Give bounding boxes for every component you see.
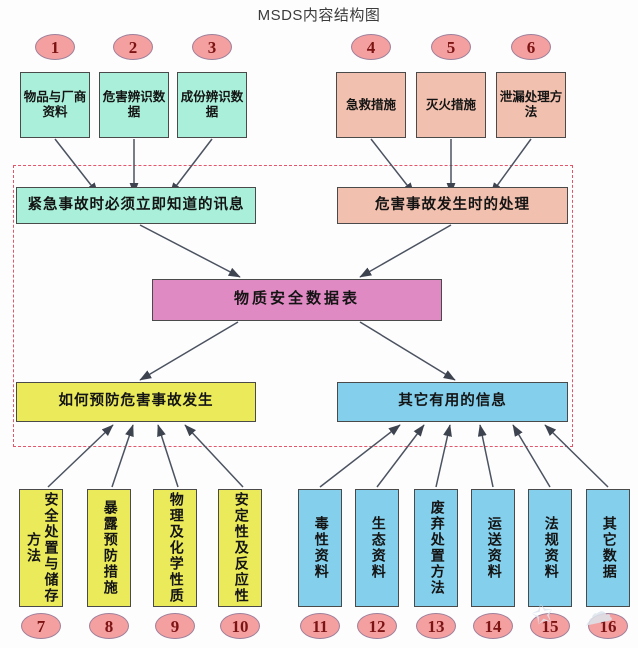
badge-1: 1: [35, 34, 75, 60]
badge-6: 6: [511, 34, 551, 60]
node-exposure-prevention-measures[interactable]: 暴露预防措施: [87, 489, 131, 607]
badge-5: 5: [431, 34, 471, 60]
node-fire-fighting-measures[interactable]: 灭火措施: [416, 72, 486, 138]
node-stability-reactivity[interactable]: 安定性及反应性: [218, 489, 262, 607]
badge-14: 14: [473, 613, 513, 639]
dashed-grouping-region: [13, 165, 573, 447]
node-other-data[interactable]: 其它数据: [586, 489, 630, 607]
node-toxicity-data[interactable]: 毒性资料: [298, 489, 342, 607]
badge-8: 8: [89, 613, 129, 639]
node-item-supplier-data[interactable]: 物品与厂商资料: [20, 72, 90, 138]
page-title: MSDS内容结构图: [257, 7, 381, 24]
node-composition-identification-data[interactable]: 成份辨识数据: [177, 72, 247, 138]
node-prevent-hazard-incident[interactable]: 如何预防危害事故发生: [16, 382, 256, 422]
badge-16: 16: [588, 613, 628, 639]
badge-7: 7: [21, 613, 61, 639]
badge-12: 12: [357, 613, 397, 639]
badge-11: 11: [300, 613, 340, 639]
node-other-useful-info[interactable]: 其它有用的信息: [337, 382, 568, 422]
badge-2: 2: [113, 34, 153, 60]
node-leak-handling-method[interactable]: 泄漏处理方法: [496, 72, 566, 138]
node-msds-center[interactable]: 物质安全数据表: [152, 279, 442, 321]
badge-4: 4: [351, 34, 391, 60]
node-emergency-must-know-info[interactable]: 紧急事故时必须立即知道的讯息: [16, 187, 256, 224]
node-safe-handling-storage[interactable]: 安全处置与储存方法: [19, 489, 63, 607]
badge-9: 9: [155, 613, 195, 639]
badge-10: 10: [220, 613, 260, 639]
node-transport-data[interactable]: 运送资料: [471, 489, 515, 607]
node-hazard-identification-data[interactable]: 危害辨识数据: [99, 72, 169, 138]
node-regulatory-data[interactable]: 法规资料: [528, 489, 572, 607]
badge-15: 15: [530, 613, 570, 639]
badge-13: 13: [416, 613, 456, 639]
node-disposal-method[interactable]: 废弃处置方法: [414, 489, 458, 607]
node-physical-chemical-properties[interactable]: 物理及化学性质: [153, 489, 197, 607]
node-ecological-data[interactable]: 生态资料: [355, 489, 399, 607]
node-hazard-incident-response[interactable]: 危害事故发生时的处理: [337, 187, 568, 224]
badge-3: 3: [192, 34, 232, 60]
node-first-aid-measures[interactable]: 急救措施: [336, 72, 406, 138]
